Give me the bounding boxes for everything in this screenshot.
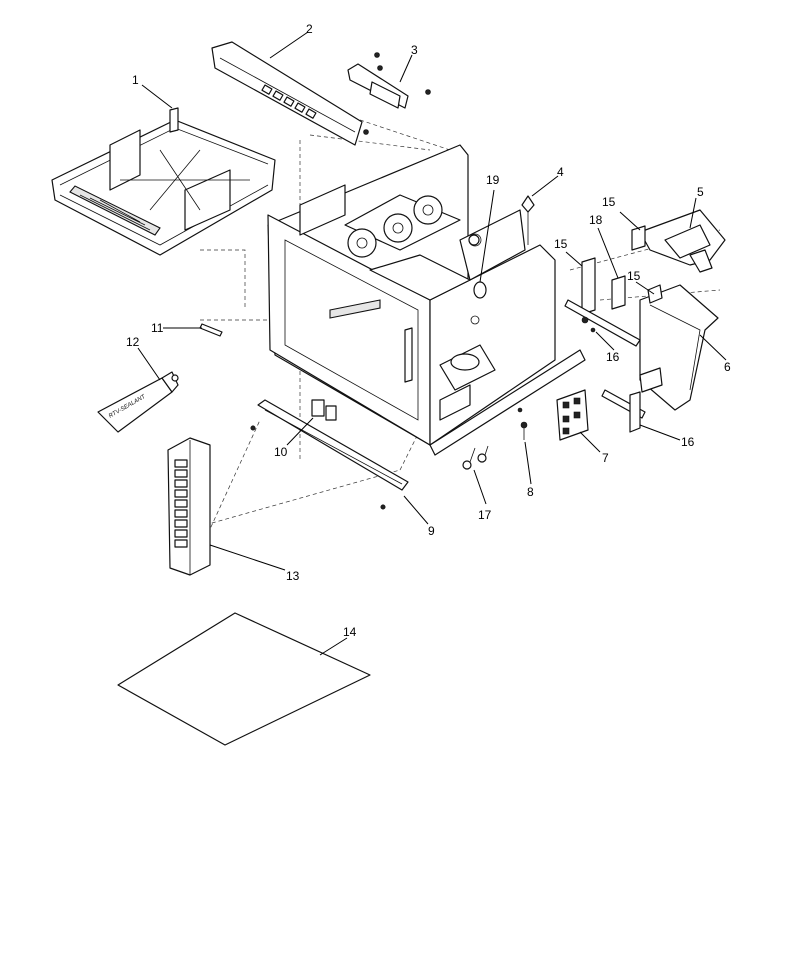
leader-lines	[137, 31, 727, 656]
part-fastener-4	[521, 195, 535, 245]
part-pin-11	[199, 323, 223, 337]
callout-11: 11	[151, 321, 164, 335]
part-sealant-tube-12: RTV-SEALANT	[97, 371, 179, 433]
callout-13: 13	[286, 569, 300, 583]
callout-14: 14	[343, 625, 357, 639]
part-screw-8	[517, 407, 528, 440]
part-keypad-13	[167, 437, 211, 576]
callout-9: 9	[428, 524, 435, 538]
part-19	[468, 234, 487, 299]
callout-5: 5	[697, 185, 704, 199]
callout-16-lower: 16	[681, 435, 695, 449]
callout-3: 3	[411, 43, 418, 57]
callout-18: 18	[589, 213, 603, 227]
callout-10: 10	[274, 445, 288, 459]
callout-12: 12	[126, 335, 140, 349]
part-hinge-5	[639, 209, 726, 273]
callout-19: 19	[486, 173, 500, 187]
callout-labels: 1 2 3 4 5 6 7 8 9 10 11 12 13 14 15 15 1…	[126, 22, 731, 639]
part-clips-17	[462, 445, 489, 470]
part-control-bracket	[347, 52, 431, 135]
callout-2: 2	[306, 22, 313, 36]
callout-7: 7	[602, 451, 609, 465]
part-side-bracket-6	[639, 284, 719, 411]
part-top-cover	[51, 107, 276, 256]
part-blocks-10	[311, 399, 337, 421]
callout-4: 4	[557, 165, 564, 179]
part-brackets-15-16-18	[564, 225, 663, 433]
callout-16-upper: 16	[606, 350, 620, 364]
callout-15-upper: 15	[602, 195, 616, 209]
callout-15-lower: 15	[627, 269, 641, 283]
part-main-cabinet	[267, 144, 586, 456]
part-bottom-strip-9	[250, 399, 409, 510]
callout-6: 6	[724, 360, 731, 374]
part-sheet-14	[117, 612, 371, 746]
part-terminal-block-7	[556, 389, 589, 441]
callout-8: 8	[527, 485, 534, 499]
callout-17: 17	[478, 508, 492, 522]
callout-1: 1	[132, 73, 139, 87]
part-control-panel-trim	[211, 41, 363, 146]
callout-15-middle: 15	[554, 237, 568, 251]
